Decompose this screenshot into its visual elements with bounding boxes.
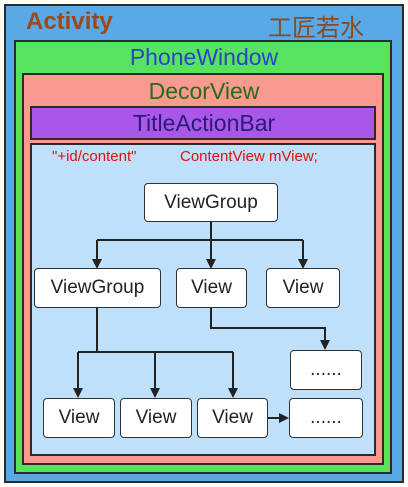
title-action-bar-layer	[30, 106, 376, 140]
leaf-view-node-1: View	[43, 398, 115, 438]
leaf-view-node-3: View	[197, 398, 268, 438]
phone-window-title: PhoneWindow	[129, 44, 279, 70]
ellipsis-node-top: ......	[290, 350, 362, 390]
brand-watermark: 工匠若水	[268, 14, 364, 42]
decor-view-title: DecorView	[148, 78, 260, 104]
activity-title: Activity	[26, 8, 113, 35]
view-node-b: View	[266, 268, 340, 308]
viewgroup-node: ViewGroup	[34, 268, 161, 308]
root-viewgroup-node: ViewGroup	[144, 183, 278, 222]
ellipsis-node-bottom: ......	[289, 398, 363, 438]
view-node-a: View	[176, 268, 247, 308]
leaf-view-node-2: View	[120, 398, 192, 438]
content-name-label: ContentView mView;	[180, 148, 318, 165]
content-id-label: "+id/content"	[52, 148, 137, 165]
title-action-bar-title: TitleActionBar	[132, 110, 276, 136]
